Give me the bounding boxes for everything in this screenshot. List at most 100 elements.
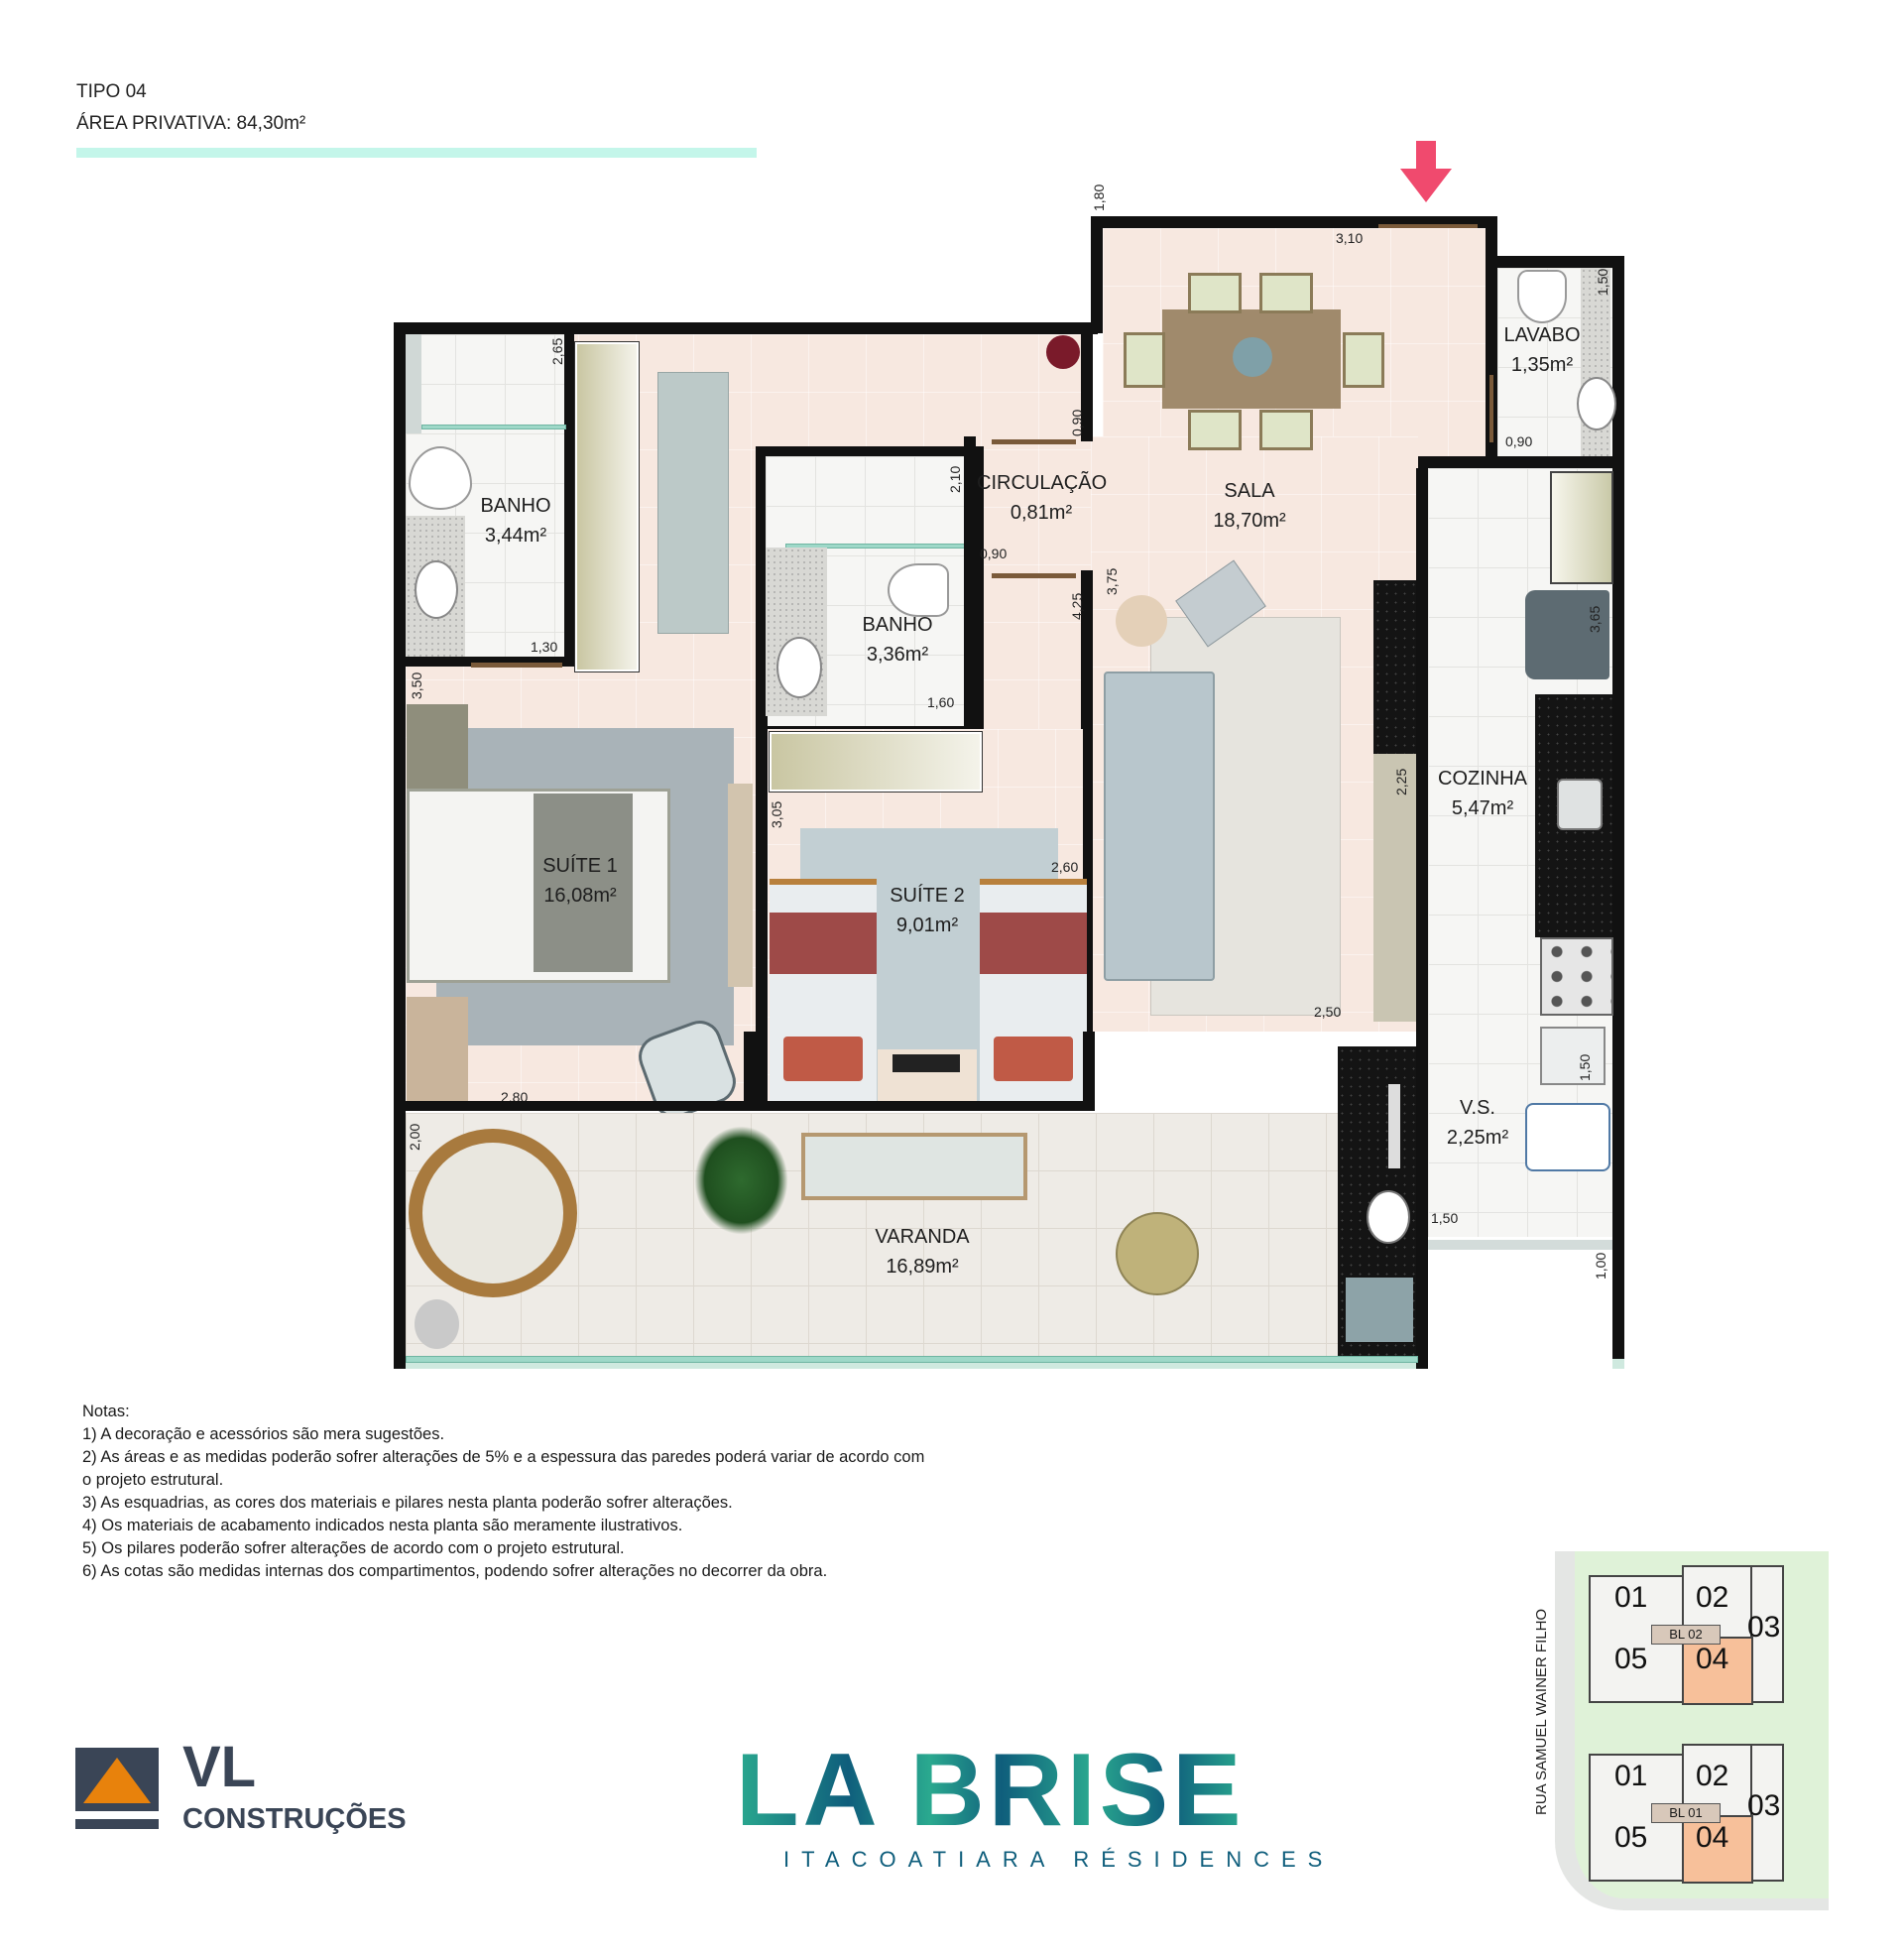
unit-number: 02: [1696, 1760, 1729, 1792]
sink-icon: [776, 637, 822, 698]
room-label-suite1: SUÍTE 1 16,08m²: [542, 855, 618, 907]
bed-throw: [534, 794, 633, 972]
unit-01[interactable]: [1589, 1754, 1687, 1882]
unit-number: 02: [1696, 1581, 1729, 1614]
dimension-label: 1,00: [1593, 1252, 1608, 1280]
dimension-label: 1,50: [1577, 1053, 1593, 1081]
side-stool: [415, 1299, 459, 1349]
entry-door[interactable]: [1378, 224, 1478, 228]
grill-icon: [1346, 1278, 1413, 1342]
orange-triangle-icon: [83, 1758, 151, 1803]
shower-wall: [406, 334, 421, 433]
bed-throw: [770, 913, 877, 974]
unit-number: 05: [1614, 1643, 1648, 1675]
vl-logo-text: VL: [182, 1735, 257, 1799]
wall: [394, 322, 1098, 334]
dimension-label: 3,05: [769, 800, 784, 828]
dimension-label: 1,50: [1431, 1210, 1459, 1226]
note-item: 2) As áreas e as medidas poderão sofrer …: [82, 1448, 925, 1489]
note-item: 3) As esquadrias, as cores dos materiais…: [82, 1494, 733, 1512]
wall: [1612, 256, 1624, 1369]
dining-chair: [1188, 410, 1242, 450]
door-circulacao-top[interactable]: [992, 439, 1076, 444]
notes-title: Notas:: [82, 1403, 130, 1420]
wall: [394, 322, 406, 1111]
unit-04-highlight[interactable]: [1682, 1815, 1753, 1884]
washing-machine-icon: [1525, 1103, 1610, 1171]
sofa: [1104, 672, 1215, 981]
unit-03[interactable]: [1750, 1565, 1784, 1703]
door-lavabo[interactable]: [1489, 375, 1493, 442]
entry-arrow-down-icon: [1400, 141, 1452, 202]
room-label-lavabo: LAVABO 1,35m²: [1503, 324, 1581, 376]
round-daybed: [409, 1129, 577, 1297]
dining-chair: [1259, 273, 1313, 313]
dimension-label: 0,90: [980, 546, 1008, 561]
dining-chair: [1188, 273, 1242, 313]
dimension-label: 4,25: [1069, 592, 1085, 620]
wall: [1081, 327, 1093, 441]
dimension-label: 3,50: [409, 672, 424, 699]
hall-wardrobe: [574, 341, 640, 672]
unit-type: TIPO 04: [76, 81, 147, 102]
refrigerator: [1525, 590, 1609, 679]
vl-logo-mark: [75, 1748, 175, 1831]
balcony-glass-rail: [394, 1359, 1624, 1369]
dimension-label: 1,80: [1091, 183, 1107, 211]
sink-icon: [1367, 1190, 1410, 1244]
balcony-glass: [406, 1356, 1418, 1363]
door-circulacao-bottom[interactable]: [992, 573, 1076, 578]
room-label-varanda: VARANDA 16,89m²: [875, 1226, 970, 1278]
wall: [394, 1101, 756, 1111]
wall: [1416, 468, 1428, 1369]
plant-icon: [1046, 335, 1080, 369]
wall: [1486, 256, 1622, 268]
bench: [801, 1133, 1027, 1200]
desk: [407, 997, 468, 1106]
room-label-banho1: BANHO 3,44m²: [480, 495, 551, 547]
note-item: 6) As cotas são medidas internas dos com…: [82, 1562, 828, 1580]
dimension-label: 1,60: [927, 694, 955, 710]
dimension-label: 1,50: [1595, 268, 1610, 296]
note-item: 4) Os materiais de acabamento indicados …: [82, 1517, 683, 1534]
bed-throw: [980, 913, 1087, 974]
dimension-label: 3,10: [1336, 230, 1364, 246]
accent-divider: [76, 148, 757, 158]
keyboard-icon: [892, 1054, 960, 1072]
room-label-cozinha: COZINHA 5,47m²: [1438, 768, 1527, 819]
dimension-label: 3,75: [1104, 567, 1120, 595]
unit-number: 03: [1747, 1789, 1781, 1822]
unit-03[interactable]: [1750, 1744, 1784, 1882]
side-table: [1116, 595, 1167, 647]
floor-plan: BANHO 3,44m² 2,65 1,30 BANHO 3,36m² 2,10…: [394, 183, 1624, 1369]
wall: [744, 1032, 756, 1111]
plant-icon: [694, 1126, 788, 1235]
note-item: 1) A decoração e acessórios são mera sug…: [82, 1425, 445, 1443]
dining-chair: [1124, 332, 1165, 388]
suite2-wardrobe: [769, 731, 983, 793]
dimension-label: 2,00: [407, 1123, 422, 1151]
room-label-vs: V.S. 2,25m²: [1446, 1097, 1509, 1149]
toilet-icon: [409, 446, 472, 510]
counter-shelf: [1388, 1084, 1400, 1168]
dimension-label: 2,60: [1051, 859, 1079, 875]
toilet-icon: [888, 563, 949, 617]
tv-panel: [1373, 754, 1418, 1022]
wall: [964, 436, 976, 729]
unit-number: 01: [1614, 1760, 1648, 1792]
door-banho1[interactable]: [471, 663, 562, 668]
wall: [1418, 456, 1624, 468]
pillow: [783, 1037, 863, 1081]
dimension-label: 0,90: [1069, 409, 1085, 436]
dimension-label: 2,25: [1393, 768, 1409, 795]
unit-number: 01: [1614, 1581, 1648, 1614]
wall: [1486, 216, 1497, 266]
dimension-label: 2,65: [549, 337, 565, 365]
wall: [1486, 256, 1497, 456]
shower-glass: [421, 425, 566, 429]
dining-chair: [1343, 332, 1384, 388]
room-label-sala: SALA 18,70m²: [1213, 480, 1286, 532]
kitchen-cabinet: [1550, 471, 1613, 584]
unit-04-highlight[interactable]: [1682, 1637, 1753, 1705]
unit-number: 03: [1747, 1611, 1781, 1644]
